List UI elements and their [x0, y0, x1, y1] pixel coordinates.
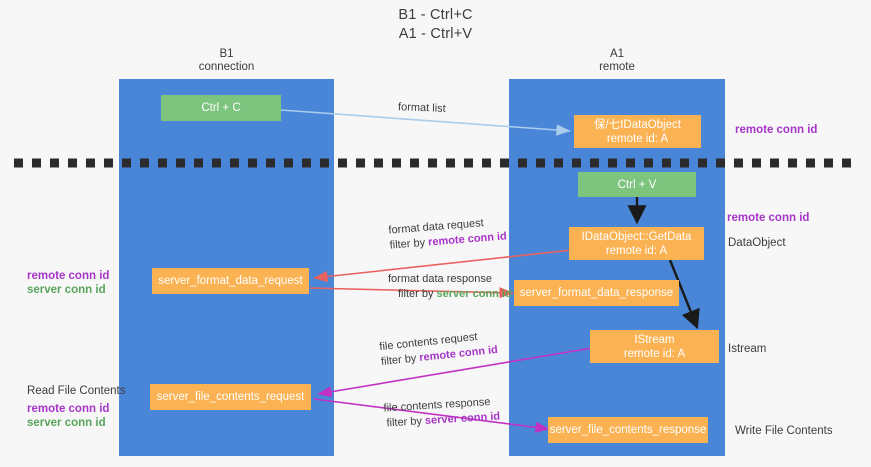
- edge-format-data-response: [309, 287, 514, 299]
- annotation-text: Write File Contents: [735, 425, 833, 437]
- node-ctrl-v-label: Ctrl + V: [617, 178, 657, 191]
- edge-file-contents-response: [313, 398, 550, 433]
- filter-by-prefix: filter by: [398, 288, 437, 300]
- annotation-left-conn-ids-2: remote conn id server conn id: [27, 402, 109, 430]
- node-getdata-line1: IDataObject::GetData: [581, 230, 692, 243]
- annotation-right-remote-conn-id-top: remote conn id: [735, 123, 817, 137]
- node-istream-line2: remote id: A: [623, 347, 686, 360]
- annotation-text: DataObject: [728, 237, 786, 249]
- filter-by-prefix: filter by: [380, 352, 420, 369]
- edge-file-contents-request: [317, 347, 593, 398]
- node-istream[interactable]: IStream remote id: A: [590, 330, 719, 363]
- edge-getdata-to-istream: [668, 259, 700, 330]
- annotation-left-server-conn-id-2: server conn id: [27, 417, 106, 429]
- node-ctrl-c-label: Ctrl + C: [201, 102, 241, 114]
- annotation-left-remote-conn-id: remote conn id: [27, 270, 110, 282]
- annotation-right-dataobject: DataObject: [728, 236, 786, 250]
- node-server-format-data-response[interactable]: server_format_data_response: [514, 280, 679, 306]
- edge-label-format-list: format list: [398, 100, 446, 117]
- annotation-right-remote-conn-id-mid: remote conn id: [727, 211, 809, 225]
- filter-by-keyword: server conn id: [424, 410, 501, 428]
- node-server-file-contents-response-label: server_file_contents_response: [549, 424, 707, 436]
- annotation-right-write-file-contents: Write File Contents: [735, 424, 833, 438]
- node-idataobject-line1: 保/七IDataObject: [594, 118, 681, 131]
- filter-by-prefix: filter by: [389, 236, 429, 252]
- node-idataobject[interactable]: 保/七IDataObject remote id: A: [574, 115, 701, 148]
- column-header-a1-name: A1: [609, 48, 625, 60]
- edge-format-list: [280, 109, 571, 136]
- column-header-b1: B1 connection: [119, 48, 334, 74]
- annotation-text: remote conn id: [735, 124, 818, 136]
- annotation-text: Istream: [728, 343, 767, 355]
- edge-label-format-data-response: format data response filter by server co…: [388, 272, 512, 302]
- node-server-format-data-request[interactable]: server_format_data_request: [152, 268, 309, 294]
- annotation-text: Read File Contents: [27, 385, 126, 397]
- node-server-format-data-request-label: server_format_data_request: [158, 275, 303, 287]
- column-header-b1-role: connection: [198, 61, 255, 73]
- node-server-file-contents-request[interactable]: server_file_contents_request: [150, 384, 311, 410]
- edge-label-format-data-response-line1: format data response: [388, 273, 492, 285]
- annotation-left-server-conn-id: server conn id: [27, 284, 106, 296]
- column-header-a1-role: remote: [599, 61, 635, 73]
- edge-label-format-data-response-line2: filter by server conn id: [398, 287, 512, 302]
- node-ctrl-c[interactable]: Ctrl + C: [161, 95, 281, 121]
- node-server-file-contents-request-label: server_file_contents_request: [156, 391, 305, 403]
- column-header-b1-name: B1: [219, 48, 234, 60]
- annotation-left-remote-conn-id-2: remote conn id: [27, 403, 110, 415]
- title-line-1: B1 - Ctrl+C: [398, 7, 473, 23]
- node-server-file-contents-response[interactable]: server_file_contents_response: [548, 417, 708, 443]
- node-ctrl-v[interactable]: Ctrl + V: [578, 172, 696, 197]
- node-getdata[interactable]: IDataObject::GetData remote id: A: [569, 227, 704, 260]
- annotation-left-read-file-contents: Read File Contents: [27, 384, 125, 398]
- node-server-format-data-response-label: server_format_data_response: [519, 287, 674, 299]
- node-idataobject-line2: remote id: A: [606, 132, 669, 145]
- edge-label-format-list-text: format list: [397, 101, 446, 115]
- node-istream-line1: IStream: [634, 333, 675, 346]
- edge-format-data-request: [313, 249, 573, 283]
- column-header-a1: A1 remote: [509, 48, 725, 74]
- title-line-2: A1 - Ctrl+V: [398, 26, 473, 42]
- page-title: B1 - Ctrl+C A1 - Ctrl+V: [0, 6, 871, 44]
- filter-by-prefix: filter by: [386, 415, 426, 430]
- node-getdata-line2: remote id: A: [605, 244, 668, 257]
- annotation-left-conn-ids: remote conn id server conn id: [27, 269, 109, 297]
- filter-by-keyword: server conn id: [436, 288, 512, 300]
- annotation-text: remote conn id: [727, 212, 810, 224]
- annotation-right-istream: Istream: [728, 342, 766, 356]
